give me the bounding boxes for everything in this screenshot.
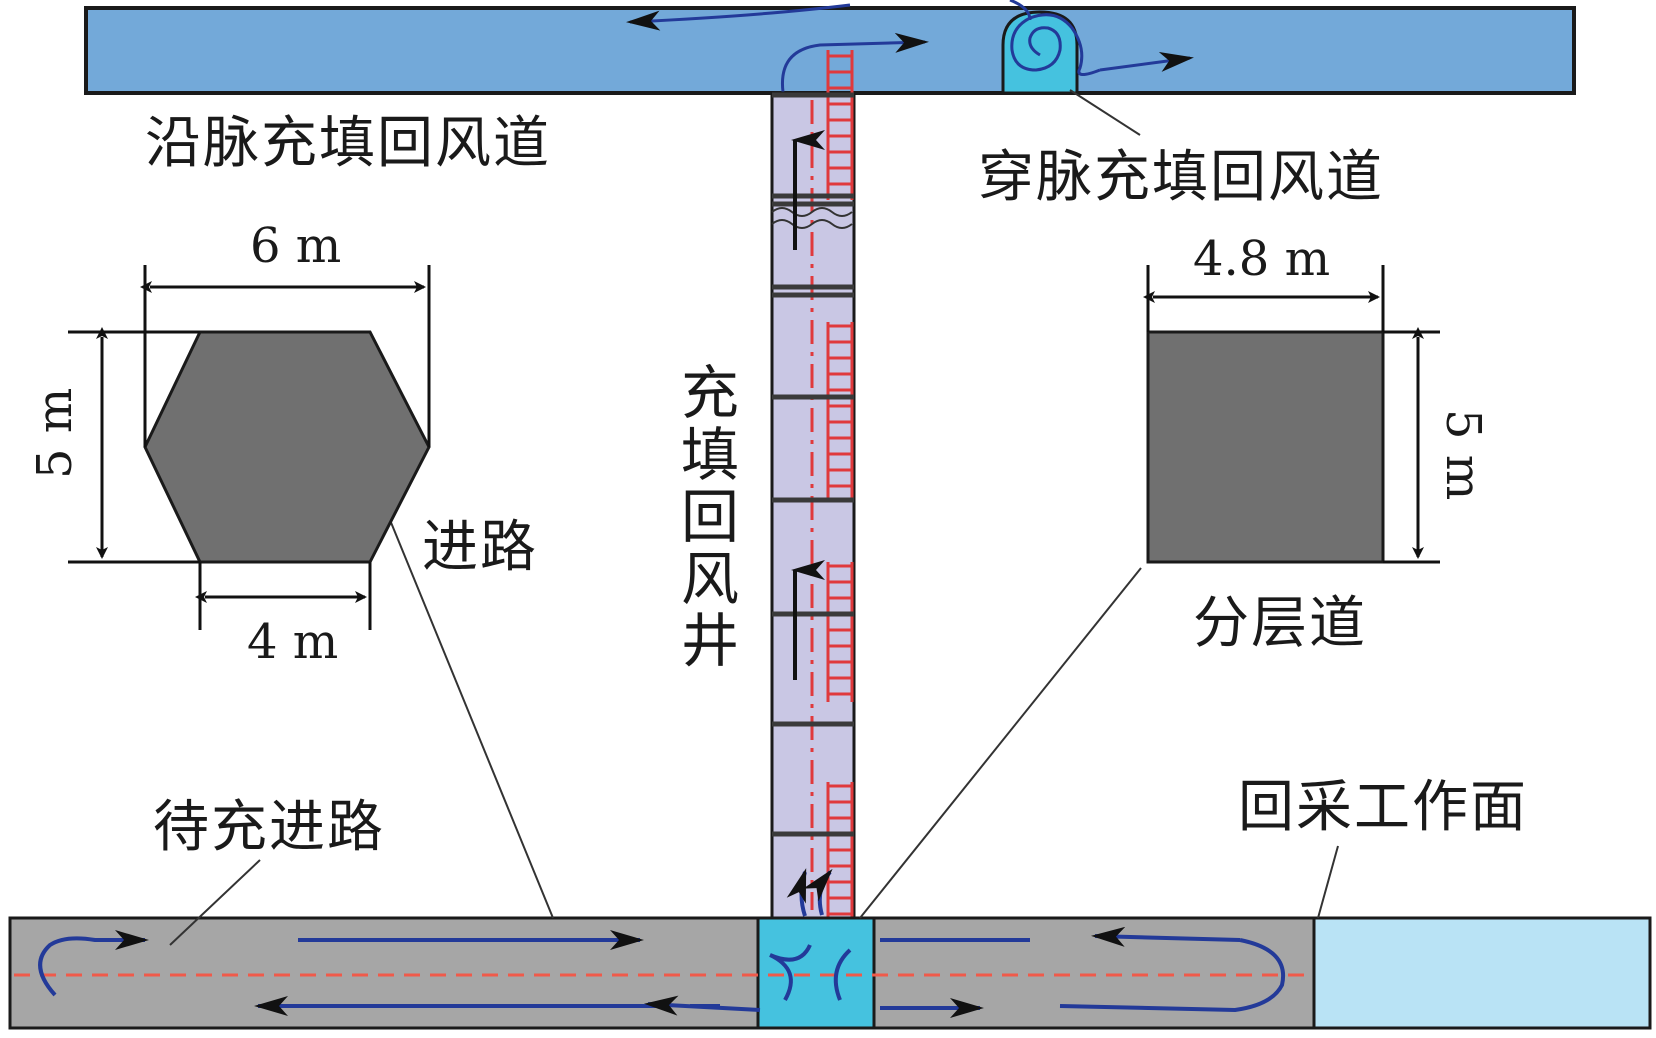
hexagon-section — [143, 330, 431, 564]
shaft-landings — [772, 92, 854, 837]
rect-section — [1146, 330, 1385, 564]
airflow-top-left — [626, 3, 851, 31]
stoping-face-label: 回采工作面 — [1238, 775, 1528, 840]
shaft-label: 充填回风井 — [671, 362, 739, 672]
drift-airflow — [38, 868, 1286, 1018]
rect-dimensions — [1143, 265, 1440, 564]
hex-top-width-label: 6 m — [250, 218, 342, 274]
drift-to-fill-label: 待充进路 — [153, 795, 385, 860]
sublevel-drift-label: 分层道 — [1193, 591, 1367, 656]
drift-to-fill — [8, 916, 760, 1030]
rect-width-label: 4.8 m — [1193, 231, 1331, 287]
along-vein-airway — [84, 6, 1576, 95]
airflow-top-entry — [1009, 0, 1032, 21]
cross-vein-airway-label: 穿脉充填回风道 — [978, 145, 1384, 210]
stoping-face-block — [1312, 916, 1652, 1030]
junction — [756, 916, 876, 1030]
hex-bottom-width-label: 4 m — [247, 614, 339, 670]
drift-label: 进路 — [422, 515, 538, 580]
drift-right — [872, 916, 1316, 1030]
ladder-top — [826, 50, 854, 200]
airflow-top-right — [1099, 52, 1194, 72]
rect-height-label: 5 m — [1435, 409, 1491, 501]
cross-vein-junction — [1001, 10, 1079, 95]
ladder-rungs — [828, 54, 852, 916]
hexagon-dimensions — [68, 265, 431, 630]
airflow-shaft-top — [780, 32, 929, 93]
hex-height-label: 5 m — [27, 387, 83, 479]
leader-lines — [169, 89, 1339, 946]
along-vein-airway-label: 沿脉充填回风道 — [145, 111, 551, 176]
vortex-flow — [1010, 13, 1101, 76]
wave-symbol — [771, 207, 853, 229]
